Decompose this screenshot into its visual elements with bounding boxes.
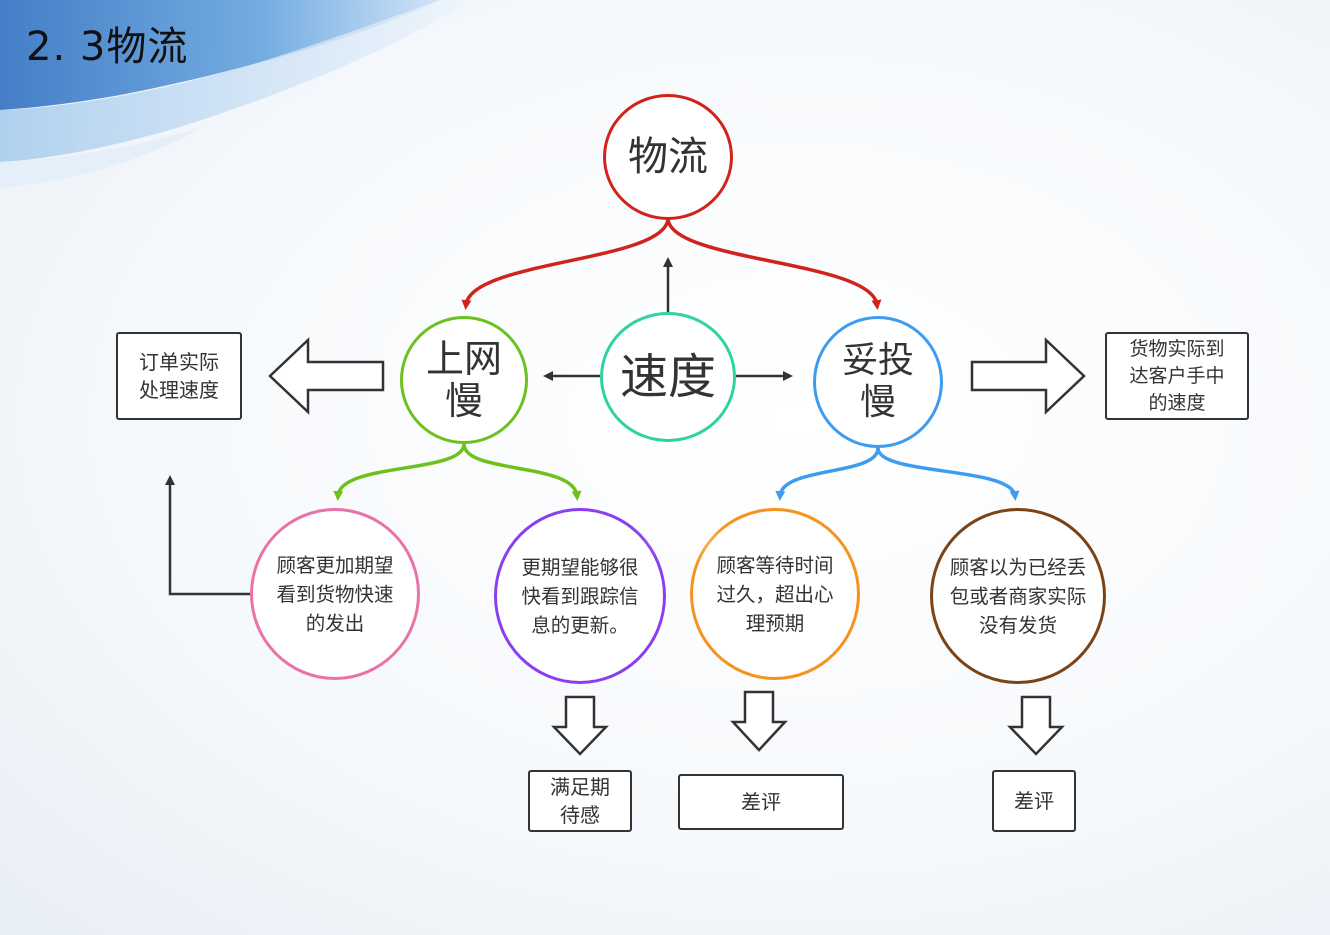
purple-line3: 息的更新。 <box>531 613 629 637</box>
node-online-slow-line2: 慢 <box>444 379 483 423</box>
node-speed: 速度 <box>600 312 736 442</box>
node-delivery-slow-line2: 慢 <box>859 382 896 423</box>
box-order-speed-line1: 订单实际 <box>139 350 219 374</box>
pink-line3: 的发出 <box>305 611 365 635</box>
pink-line2: 看到货物快速 <box>276 582 394 606</box>
node-online-slow-line1: 上网 <box>425 337 502 381</box>
hollow-arrow-down-brown <box>1007 695 1065 756</box>
node-expect-tracking-updates: 更期望能够很 快看到跟踪信 息的更新。 <box>494 508 666 684</box>
box-actual-delivery-speed: 货物实际到 达客户手中 的速度 <box>1105 332 1249 420</box>
box-bad-review-2-label: 差评 <box>1014 789 1054 813</box>
node-logistics-label: 物流 <box>628 134 708 180</box>
play-icon[interactable] <box>650 490 712 552</box>
slide-title: 2. 3物流 <box>26 24 189 70</box>
node-logistics: 物流 <box>603 94 733 220</box>
box-meet-expectation-line1: 满足期 <box>550 775 610 799</box>
node-delivery-slow: 妥投 慢 <box>813 316 943 448</box>
node-think-lost-package: 顾客以为已经丢 包或者商家实际 没有发货 <box>930 508 1106 684</box>
brown-line2: 包或者商家实际 <box>949 584 1087 608</box>
brown-line3: 没有发货 <box>978 613 1057 637</box>
hollow-arrow-down-orange <box>730 690 788 752</box>
brown-line1: 顾客以为已经丢 <box>949 555 1087 579</box>
node-speed-label: 速度 <box>619 349 716 405</box>
purple-line1: 更期望能够很 <box>521 555 639 579</box>
connector-delivery-slow-to-orange <box>775 447 880 501</box>
hollow-arrow-down-purple <box>551 695 609 756</box>
connector-pink-to-order-speed <box>165 475 250 596</box>
connector-delivery-slow-to-brown <box>876 447 1020 501</box>
pink-line1: 顾客更加期望 <box>276 553 394 577</box>
node-wait-too-long: 顾客等待时间 过久，超出心 理预期 <box>690 508 860 680</box>
box-order-speed-line2: 处理速度 <box>139 378 219 402</box>
node-delivery-slow-line1: 妥投 <box>841 340 914 381</box>
box-delivery-speed-line3: 的速度 <box>1148 391 1206 414</box>
box-delivery-speed-line2: 达客户手中 <box>1129 364 1225 387</box>
connector-root-to-online-slow <box>461 217 670 310</box>
connector-root-to-delivery-slow <box>666 217 882 310</box>
orange-line1: 顾客等待时间 <box>716 553 834 577</box>
hollow-arrow-left <box>268 337 385 415</box>
hollow-arrow-right <box>970 337 1086 415</box>
orange-line3: 理预期 <box>745 611 805 635</box>
connector-online-slow-to-purple <box>462 443 582 501</box>
node-online-slow: 上网 慢 <box>400 316 528 444</box>
box-delivery-speed-line1: 货物实际到 <box>1129 337 1225 360</box>
box-bad-review-2: 差评 <box>992 770 1076 832</box>
box-order-processing-speed: 订单实际 处理速度 <box>116 332 242 420</box>
node-customer-expect-fast-shipping: 顾客更加期望 看到货物快速 的发出 <box>250 508 420 680</box>
box-bad-review-1-label: 差评 <box>741 790 781 814</box>
purple-line2: 快看到跟踪信 <box>521 584 639 608</box>
orange-line2: 过久，超出心 <box>716 582 834 606</box>
box-meet-expectation-line2: 待感 <box>560 803 600 827</box>
connector-online-slow-to-pink <box>333 443 466 501</box>
box-meet-expectation: 满足期 待感 <box>528 770 632 832</box>
box-bad-review-1: 差评 <box>678 774 844 830</box>
